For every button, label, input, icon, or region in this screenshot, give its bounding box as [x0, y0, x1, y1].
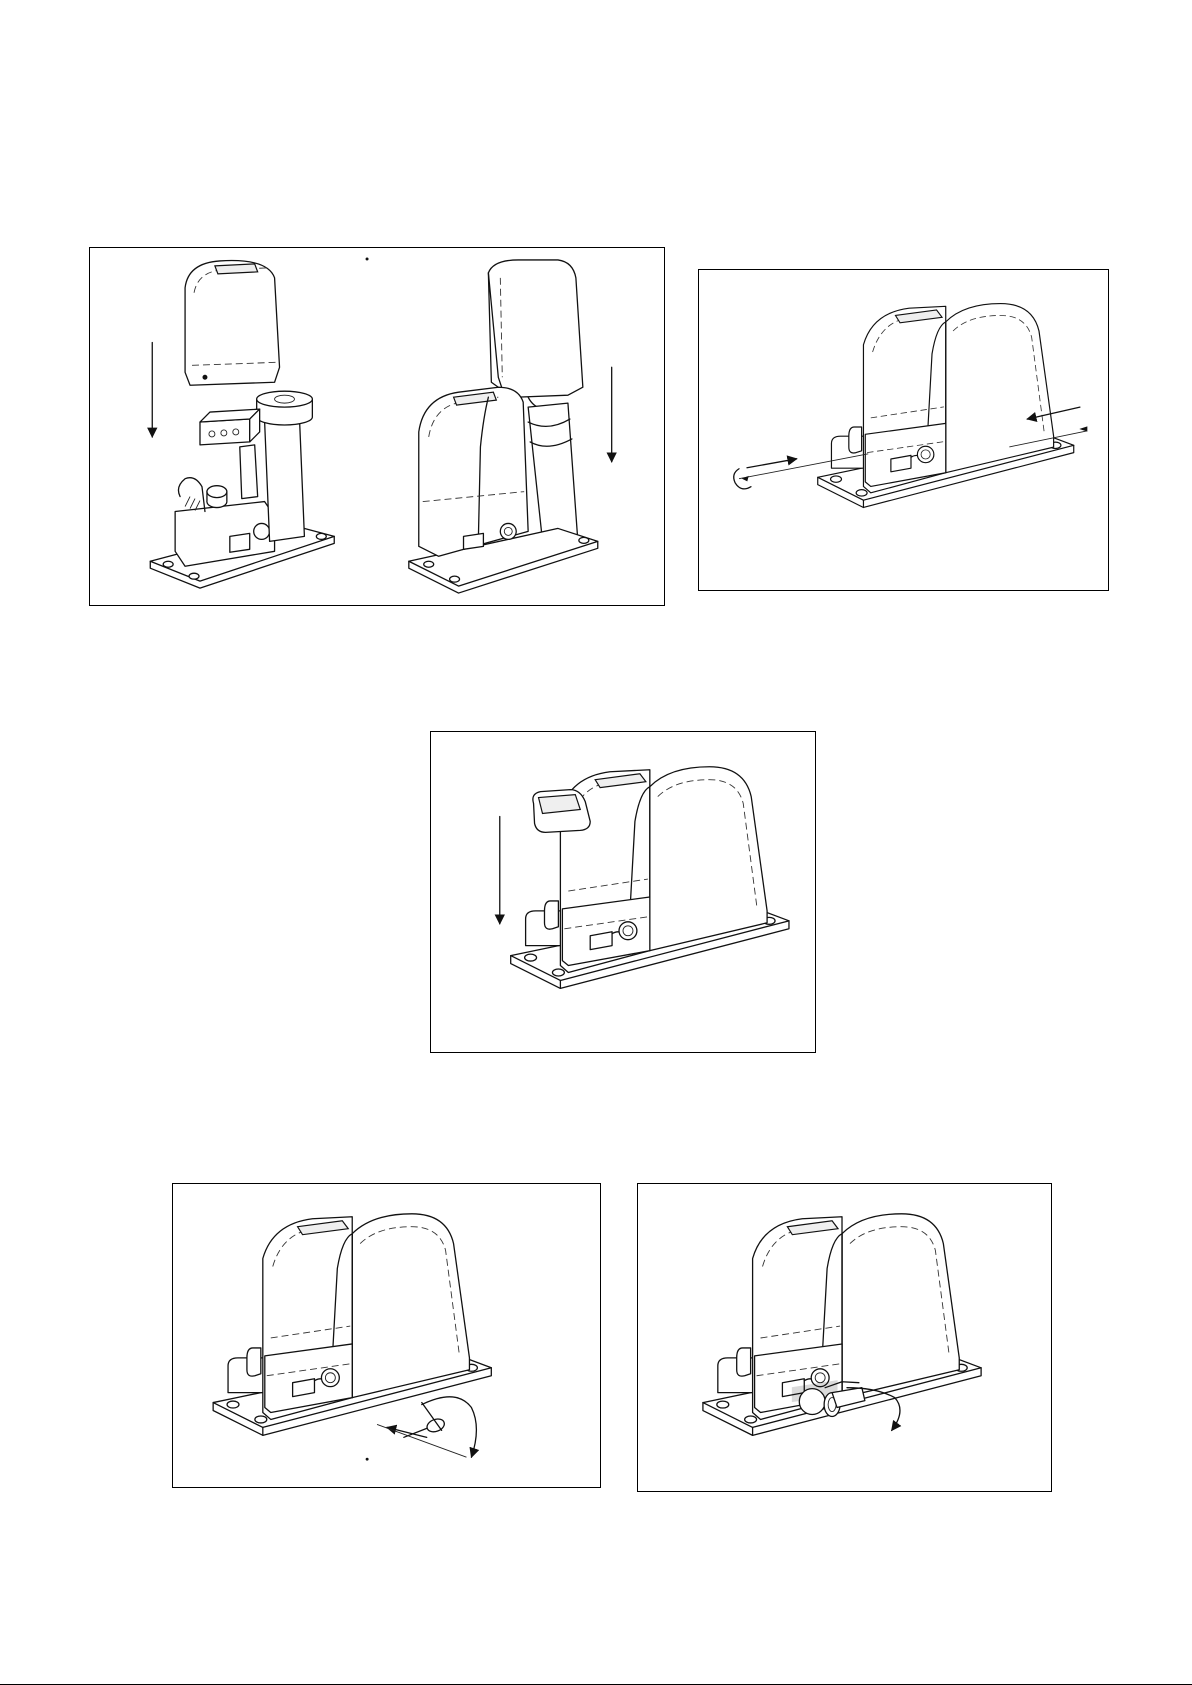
- illustration-top-cap: [431, 732, 815, 1052]
- figure-side-screws: [698, 269, 1109, 591]
- figure-cover-removal-and-fitting: [89, 247, 665, 606]
- cover-shell: [185, 261, 279, 386]
- right-arrow-icon: [747, 459, 797, 468]
- partially-assembled-motor: [409, 260, 598, 593]
- illustration-release-key: [173, 1184, 600, 1487]
- illustration-release-lever: [638, 1184, 1051, 1491]
- figure-release-lever: [637, 1183, 1052, 1492]
- screw-icon: [1081, 427, 1087, 431]
- top-cap-piece: [533, 790, 590, 833]
- figure-top-cap: [430, 731, 816, 1053]
- illustration-side-screws: [699, 270, 1108, 590]
- illustration-cover-removal: [90, 248, 664, 605]
- figure-release-key: [172, 1183, 601, 1488]
- open-motor-mechanism: [150, 391, 334, 588]
